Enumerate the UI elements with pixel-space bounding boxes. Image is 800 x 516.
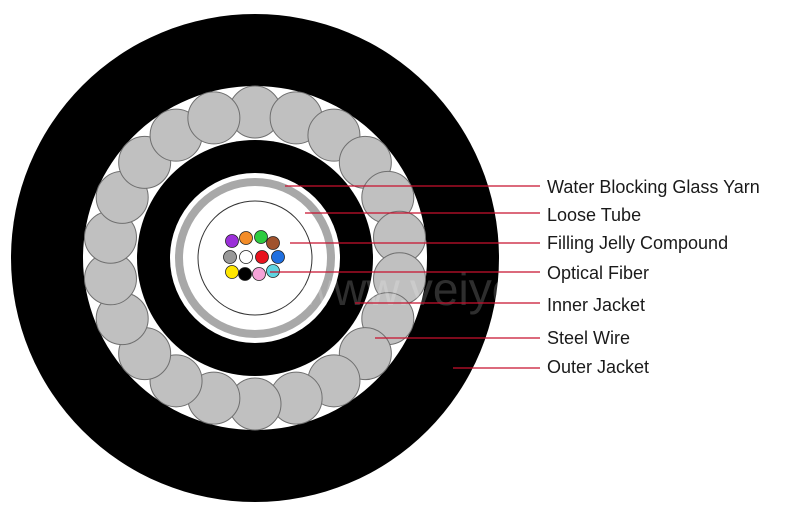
optical-fiber — [238, 267, 252, 281]
leader-lines — [270, 185, 540, 369]
optical-fiber — [266, 236, 280, 250]
filling-jelly-compound — [183, 186, 327, 330]
optical-fiber — [239, 250, 253, 264]
inner-tube-wall — [197, 200, 313, 316]
optical-fiber — [255, 250, 269, 264]
label-loose-tube: Loose Tube — [547, 205, 641, 225]
label-water-blocking-glass-yarn: Water Blocking Glass Yarn — [547, 177, 760, 197]
optical-fiber — [225, 234, 239, 248]
optical-fiber — [271, 250, 285, 264]
optical-fiber — [239, 231, 253, 245]
label-steel-wire: Steel Wire — [547, 328, 630, 348]
optical-fiber — [266, 264, 280, 278]
optical-fiber — [254, 230, 268, 244]
steel-wire-group — [83, 85, 427, 431]
label-optical-fiber: Optical Fiber — [547, 263, 649, 283]
optical-fiber — [252, 267, 266, 281]
steel-wire — [187, 91, 241, 145]
optical-fiber-group — [223, 230, 285, 281]
label-inner-jacket: Inner Jacket — [547, 295, 645, 315]
optical-fiber — [223, 250, 237, 264]
optical-fiber — [225, 265, 239, 279]
label-filling-jelly-compound: Filling Jelly Compound — [547, 233, 728, 253]
label-outer-jacket: Outer Jacket — [547, 357, 649, 377]
